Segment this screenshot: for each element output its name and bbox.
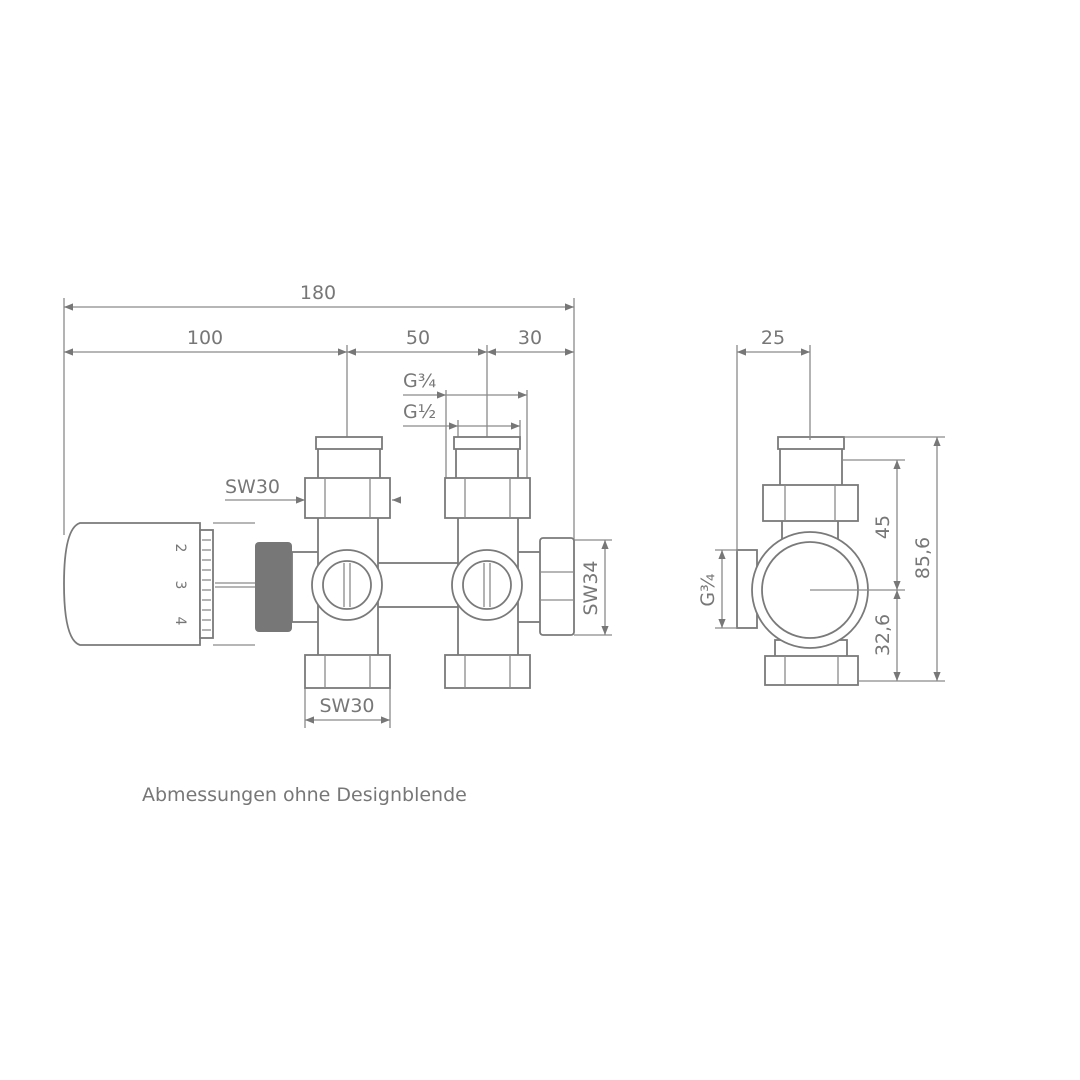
dim-sw30-top: SW30 — [225, 476, 280, 498]
dim-seg2: 50 — [406, 327, 430, 349]
dim-total: 180 — [300, 282, 336, 304]
right-valve — [444, 436, 575, 689]
scale-mark: 3 — [172, 581, 188, 590]
side-view-valve — [736, 436, 869, 686]
dim-sw30-bottom: SW30 — [319, 695, 374, 717]
dimension-lines — [63, 303, 612, 728]
left-valve — [291, 436, 391, 689]
dim-seg3: 30 — [518, 327, 542, 349]
dim-height-lower: 32,6 — [872, 614, 894, 656]
scale-mark: 4 — [172, 617, 188, 626]
dim-height-upper: 45 — [872, 515, 894, 539]
extension-lines — [63, 298, 575, 540]
scale-mark: 2 — [172, 544, 188, 553]
crossbar — [374, 562, 461, 608]
caption: Abmessungen ohne Designblende — [142, 784, 467, 806]
dim-seg1: 100 — [187, 327, 223, 349]
dim-sw34: SW34 — [580, 560, 602, 615]
dim-thread-g12: G½ — [403, 401, 436, 423]
valve-cap — [255, 542, 292, 632]
dim-height-total: 85,6 — [912, 537, 934, 579]
dim-side-width: 25 — [761, 327, 785, 349]
thermostat-head: 2 3 4 — [63, 522, 292, 646]
side-dimension-lines — [715, 345, 945, 682]
dim-side-port: G¾ — [697, 573, 719, 606]
dim-thread-g34: G¾ — [403, 370, 436, 392]
